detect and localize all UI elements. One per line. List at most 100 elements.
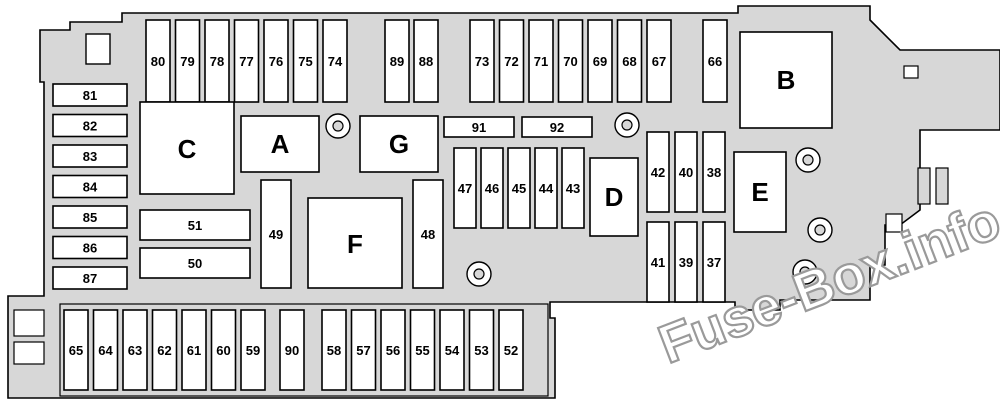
fuse-82: 82 — [52, 113, 128, 138]
fuse-39: 39 — [674, 221, 698, 303]
relay-label: D — [605, 182, 624, 212]
fuse-42: 42 — [646, 131, 670, 213]
fuse-38: 38 — [702, 131, 726, 213]
fuse-label: 85 — [83, 210, 97, 225]
fuse-62: 62 — [151, 309, 178, 391]
fuse-46: 46 — [480, 147, 504, 229]
fuse-54: 54 — [439, 309, 465, 391]
fuse-label: 46 — [485, 181, 499, 196]
relay-E: E — [733, 151, 787, 233]
fuse-label: 82 — [83, 119, 97, 134]
fuse-label: 44 — [539, 181, 554, 196]
fuse-57: 57 — [350, 309, 377, 391]
fuse-label: 60 — [216, 343, 230, 358]
fuse-label: 45 — [512, 181, 526, 196]
fuse-49: 49 — [260, 179, 292, 289]
fuse-70: 70 — [557, 19, 584, 103]
fuse-label: 40 — [679, 165, 693, 180]
fuse-53: 53 — [468, 309, 495, 391]
fuse-87: 87 — [52, 266, 128, 290]
fuse-label: 51 — [188, 218, 202, 233]
fuse-label: 66 — [708, 54, 722, 69]
fuse-48: 48 — [412, 179, 444, 289]
fuse-label: 67 — [652, 54, 666, 69]
fuse-label: 77 — [239, 54, 253, 69]
relay-label: G — [389, 129, 409, 159]
right-connector-slot-1 — [917, 167, 931, 205]
fuse-label: 55 — [415, 343, 429, 358]
fuse-label: 47 — [458, 181, 472, 196]
fuse-40: 40 — [674, 131, 698, 213]
fuse-label: 91 — [472, 120, 486, 135]
fuse-label: 56 — [386, 343, 400, 358]
fuse-label: 68 — [622, 54, 636, 69]
relay-A: A — [240, 115, 320, 173]
connector-tab — [903, 65, 919, 79]
fuse-label: 87 — [83, 271, 97, 286]
fuse-78: 78 — [204, 19, 230, 103]
right-connector-tab — [885, 213, 903, 233]
fuse-61: 61 — [181, 309, 207, 391]
fuse-label: 90 — [285, 343, 299, 358]
relay-F: F — [307, 197, 403, 289]
fuse-label: 38 — [707, 165, 721, 180]
fuse-label: 75 — [298, 54, 312, 69]
fuse-label: 64 — [98, 343, 113, 358]
fuse-68: 68 — [616, 19, 643, 103]
fuse-label: 53 — [474, 343, 488, 358]
fuse-label: 74 — [328, 54, 343, 69]
fuse-label: 42 — [651, 165, 665, 180]
fuse-label: 78 — [210, 54, 224, 69]
fuse-65: 65 — [63, 309, 89, 391]
fuse-label: 71 — [534, 54, 548, 69]
relay-label: E — [751, 177, 768, 207]
relay-C: C — [139, 101, 235, 195]
fuse-label: 65 — [69, 343, 83, 358]
fuse-label: 89 — [390, 54, 404, 69]
fuse-label: 86 — [83, 241, 97, 256]
fuse-90: 90 — [279, 309, 305, 391]
fuse-59: 59 — [240, 309, 266, 391]
fuse-43: 43 — [561, 147, 585, 229]
fuse-label: 63 — [128, 343, 142, 358]
fuse-52: 52 — [498, 309, 524, 391]
relay-G: G — [359, 115, 439, 173]
fuse-label: 73 — [475, 54, 489, 69]
fuse-73: 73 — [469, 19, 495, 103]
top-left-notch — [85, 33, 111, 65]
fuse-88: 88 — [413, 19, 439, 103]
mounting-hole — [614, 112, 640, 138]
fuse-label: 92 — [550, 120, 564, 135]
fuse-77: 77 — [233, 19, 260, 103]
fuse-label: 54 — [445, 343, 460, 358]
fuse-51: 51 — [139, 209, 251, 241]
fuse-label: 48 — [421, 227, 435, 242]
relay-label: A — [271, 129, 290, 159]
fuse-label: 39 — [679, 255, 693, 270]
fuse-label: 43 — [566, 181, 580, 196]
fuse-label: 41 — [651, 255, 665, 270]
fuse-label: 83 — [83, 149, 97, 164]
fuse-91: 91 — [443, 116, 515, 138]
mounting-hole — [795, 147, 821, 173]
fuse-71: 71 — [528, 19, 554, 103]
fuse-label: 52 — [504, 343, 518, 358]
fuse-83: 83 — [52, 144, 128, 168]
fuse-37: 37 — [702, 221, 726, 303]
fuse-label: 58 — [327, 343, 341, 358]
right-connector-slot-2 — [935, 167, 949, 205]
inner-divider — [59, 303, 549, 397]
fuse-label: 69 — [593, 54, 607, 69]
fuse-58: 58 — [321, 309, 347, 391]
fuse-63: 63 — [122, 309, 148, 391]
fuse-89: 89 — [384, 19, 410, 103]
fuse-80: 80 — [145, 19, 171, 103]
fuse-67: 67 — [646, 19, 672, 103]
relay-B: B — [739, 31, 833, 129]
fuse-72: 72 — [498, 19, 525, 103]
fuse-84: 84 — [52, 174, 128, 199]
fuse-label: 62 — [157, 343, 171, 358]
fuse-label: 50 — [188, 256, 202, 271]
left-bottom-notch-1 — [13, 309, 45, 337]
